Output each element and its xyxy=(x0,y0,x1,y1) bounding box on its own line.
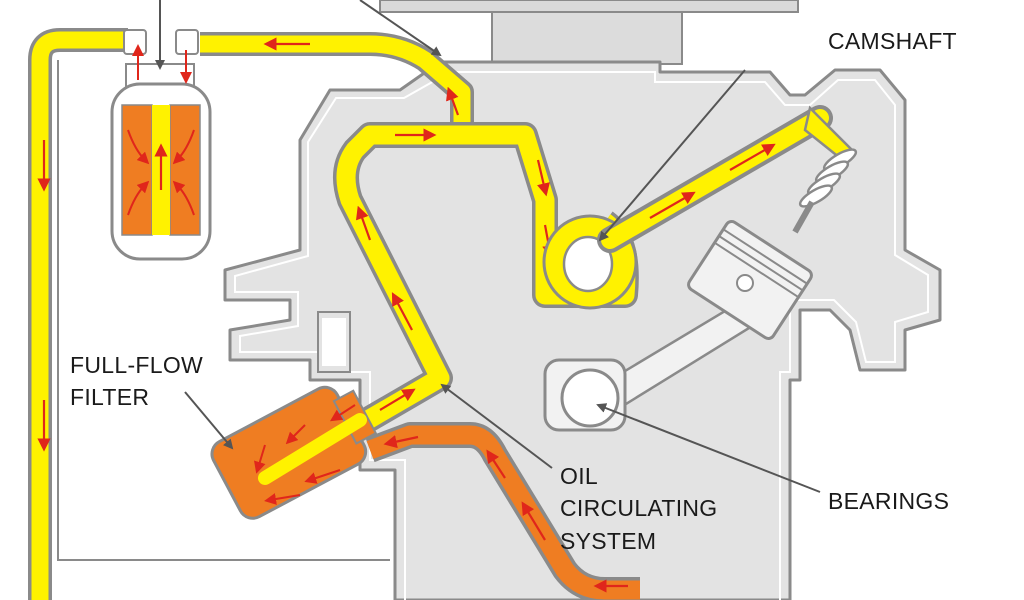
pointer-lines xyxy=(184,0,821,493)
camshaft-pointer xyxy=(598,69,746,242)
top-pointer xyxy=(359,0,442,57)
camshaft-label: CAMSHAFT xyxy=(828,28,957,54)
bearings-label: BEARINGS xyxy=(828,488,949,514)
valve-cover xyxy=(379,0,799,65)
bypass-filter xyxy=(110,0,212,261)
oil-label-line2: CIRCULATING xyxy=(560,495,718,521)
filter-label-line2: FILTER xyxy=(70,384,149,410)
engine-block xyxy=(223,60,942,600)
return-line xyxy=(28,28,390,600)
full-flow-filter xyxy=(210,385,378,520)
oil-label-line1: OIL xyxy=(560,463,598,489)
bearings-pointer xyxy=(596,403,821,493)
top-feed-line xyxy=(200,32,474,125)
oil-system-pointer xyxy=(440,383,553,469)
filter-label-line1: FULL-FLOW xyxy=(70,352,203,378)
oil-label-line3: SYSTEM xyxy=(560,528,656,554)
piston-assembly xyxy=(543,220,813,432)
filter-pointer xyxy=(184,391,234,450)
pickup-line xyxy=(365,422,640,600)
camshaft-assembly xyxy=(542,105,858,310)
